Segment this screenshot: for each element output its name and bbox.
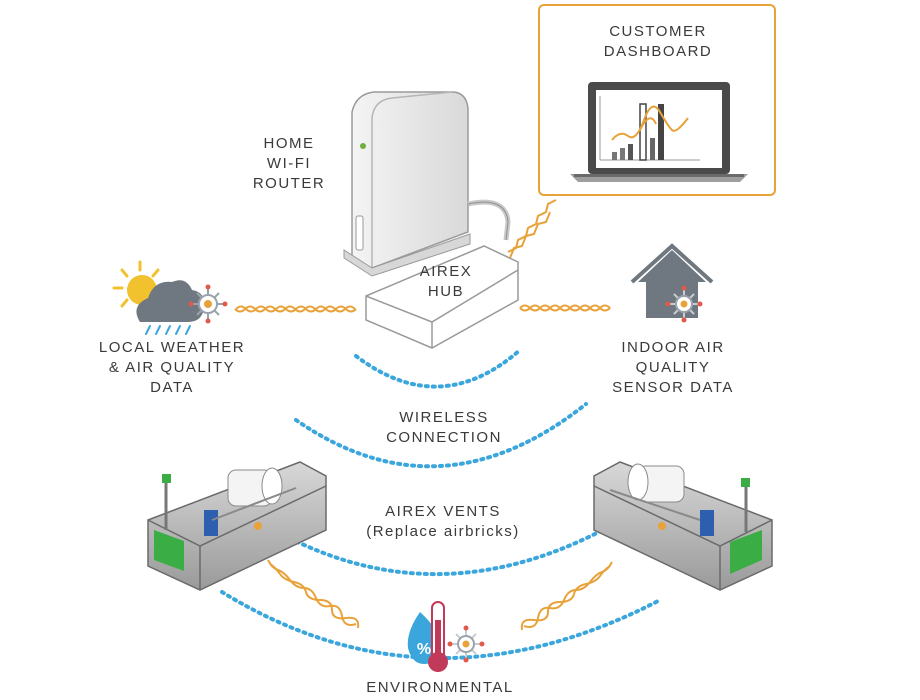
wave-weather-to-hub-b xyxy=(234,305,356,313)
wave-right-vent xyxy=(520,565,611,631)
sun-cloud-rain-virus-icon xyxy=(112,260,228,335)
virus-icon-weather xyxy=(188,284,228,324)
virus-icon-environment xyxy=(447,625,485,663)
hub-icon xyxy=(365,245,519,349)
thermometer-drop-virus-icon: % xyxy=(407,601,485,672)
vent-device-left xyxy=(147,461,327,591)
indoor-air-label: INDOOR AIR QUALITY SENSOR DATA xyxy=(612,339,734,396)
wave-house-to-hub xyxy=(519,304,611,312)
router-label: HOME WI-FI ROUTER xyxy=(252,135,326,192)
wireless-arc-1 xyxy=(354,348,522,389)
vent-device-right xyxy=(593,461,773,591)
house-virus-icon xyxy=(630,243,714,323)
data-waves xyxy=(234,199,613,631)
wave-left-vent xyxy=(269,563,360,629)
hub-label: AIREX HUB xyxy=(419,263,473,300)
wave-house-to-hub-b xyxy=(519,304,611,312)
customer-dashboard-label: CUSTOMER DASHBOARD xyxy=(603,23,713,60)
svg-text:%: % xyxy=(417,641,431,658)
wave-right-vent-b xyxy=(523,561,613,628)
virus-icon-house xyxy=(665,285,703,323)
wave-left-vent-b xyxy=(267,559,357,626)
wireless-arc-3 xyxy=(276,522,616,576)
wireless-connection-label: WIRELESS CONNECTION xyxy=(386,409,502,446)
dashboard-mini-chart xyxy=(599,96,700,161)
wireless-arc-2 xyxy=(294,402,588,469)
wave-hub-to-dashboard-b xyxy=(509,211,551,259)
router-icon xyxy=(343,91,511,277)
customer-dashboard-box xyxy=(538,4,776,196)
local-weather-label: LOCAL WEATHER & AIR QUALITY DATA xyxy=(98,339,246,396)
environmental-label: ENVIRONMENTAL xyxy=(366,679,514,696)
airex-vents-label: AIREX VENTS (Replace airbricks) xyxy=(366,503,520,540)
laptop-chart-icon xyxy=(570,82,748,182)
wave-hub-to-dashboard xyxy=(507,199,557,253)
